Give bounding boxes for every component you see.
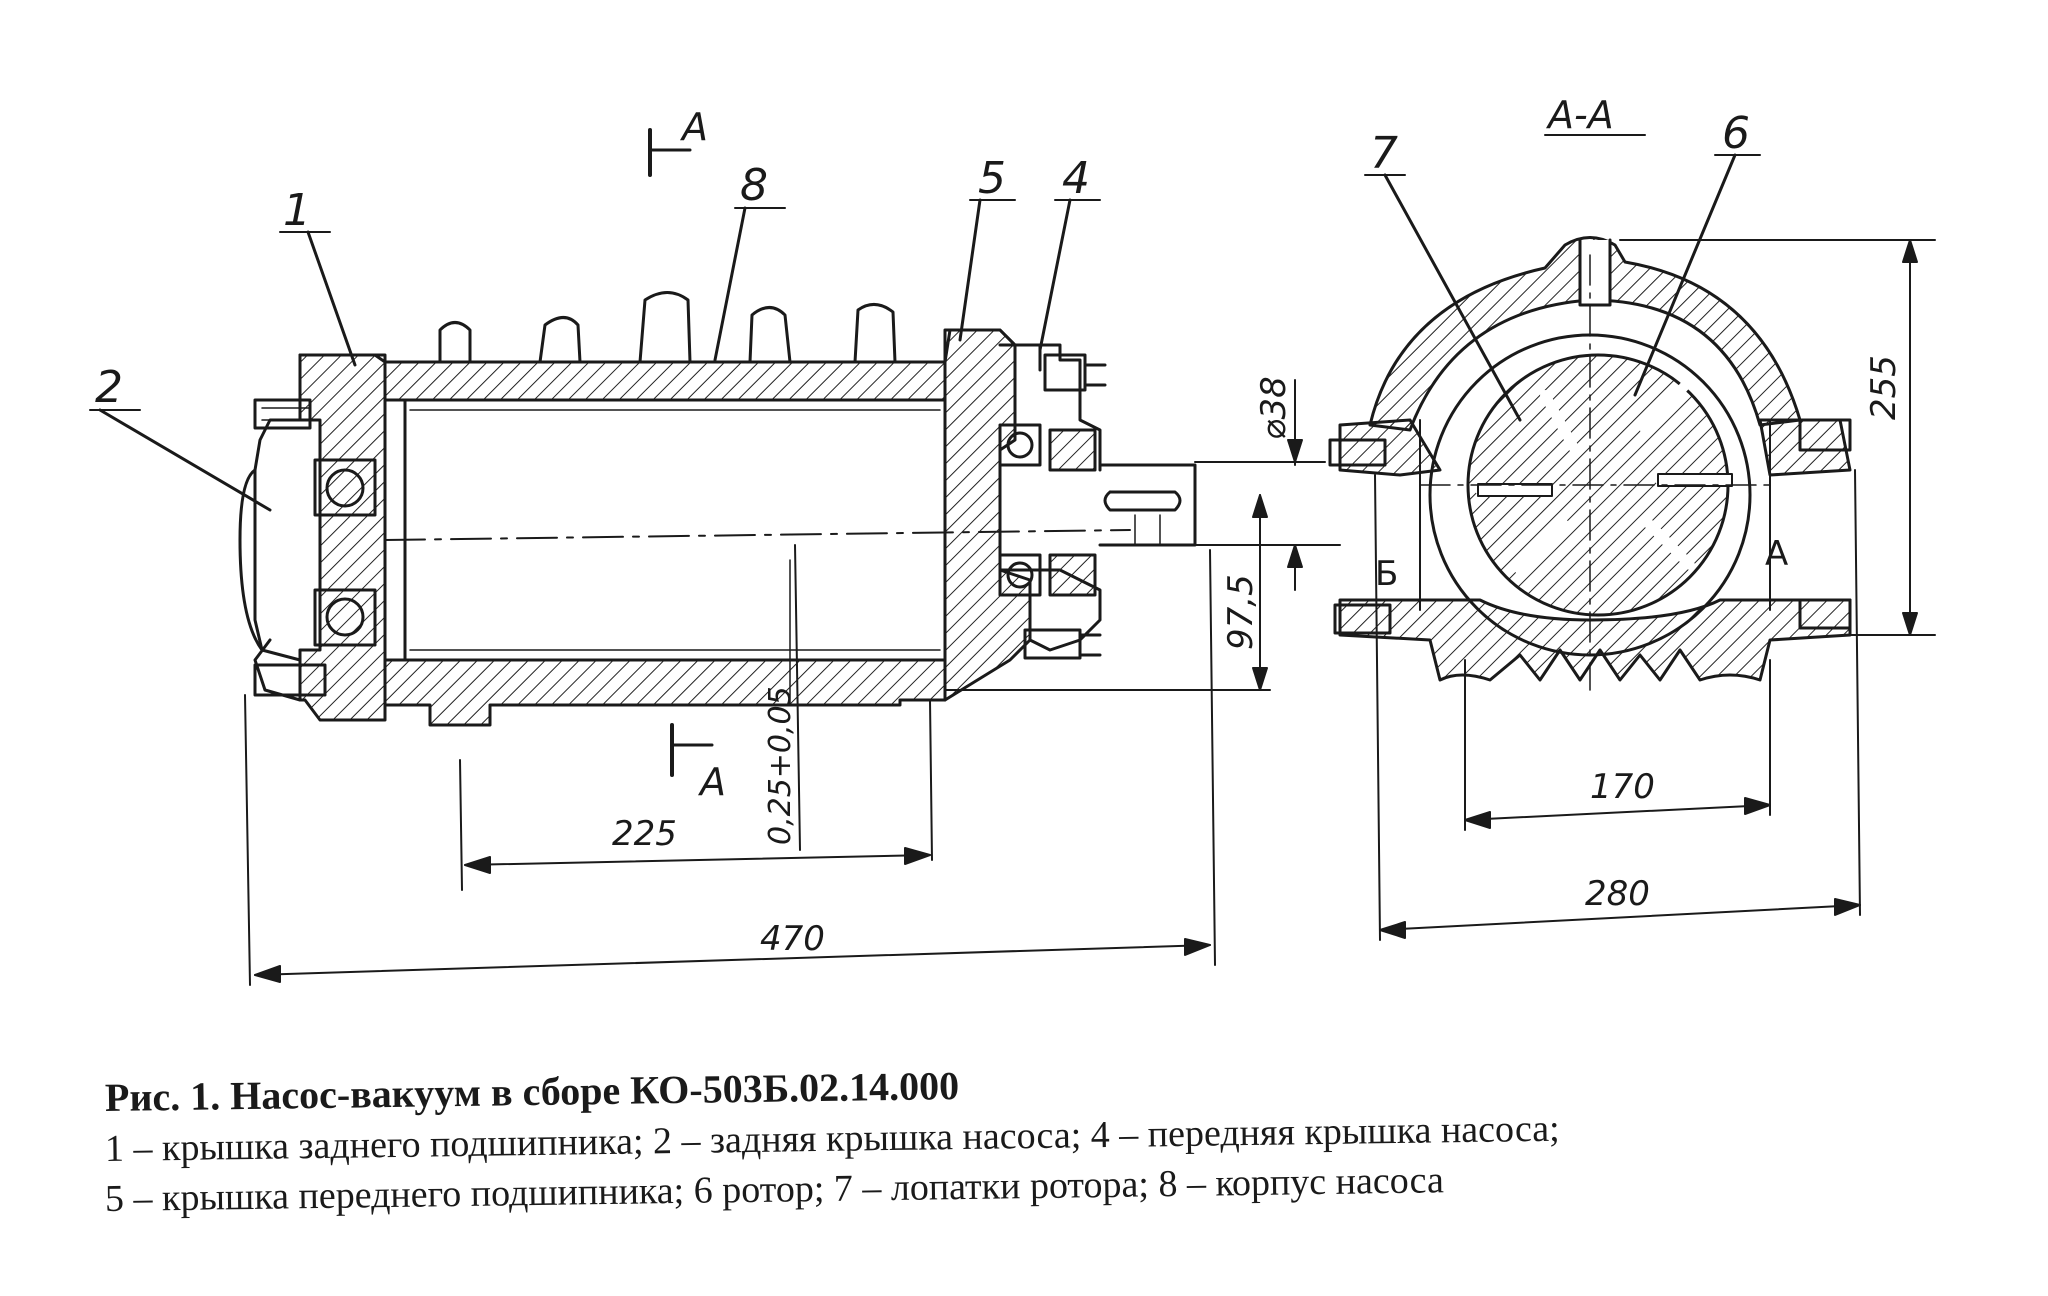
- dim-foot-spacing: [1464, 659, 1771, 831]
- section-right-flange: [1758, 418, 1852, 477]
- section-mark-top-label: А: [679, 105, 708, 149]
- cross-section-view: [1328, 134, 1936, 941]
- shaft-key: [1103, 490, 1182, 512]
- callout-1: 1: [283, 185, 311, 236]
- dim-overall-length: [244, 549, 1216, 986]
- callout-8: 8: [740, 160, 768, 211]
- drawing-labels: А А А-А 1 2 4 5 6 7 8 470 225 0,25+0,05 …: [95, 93, 1904, 959]
- leader-7: [1383, 173, 1522, 422]
- callout-2: 2: [95, 362, 123, 413]
- section-housing-bottom: [1338, 598, 1852, 682]
- side-label-right: А: [1765, 534, 1788, 574]
- front-bearing-lower: [998, 553, 1042, 597]
- rear-cap-flange: [238, 468, 264, 652]
- front-bolt-top: [1043, 353, 1087, 392]
- section-mark-bottom-label: А: [697, 760, 726, 804]
- rotor-axis: [384, 529, 1131, 541]
- dim-body-length-label: 225: [612, 814, 677, 854]
- rear-bearing-cap: [253, 418, 302, 662]
- leader-5: [958, 198, 982, 342]
- dim-clearance-label: 0,25+0,05: [763, 686, 798, 845]
- shaft: [1098, 463, 1197, 547]
- front-bolt-bottom: [1023, 628, 1082, 660]
- housing-lower-wall: [383, 658, 947, 727]
- leader-1: [306, 230, 357, 367]
- rear-bolt-top: [253, 398, 312, 430]
- dim-shaft-diameter: [1194, 379, 1341, 591]
- section-top-boss: [1578, 238, 1612, 307]
- dim-clearance: [794, 544, 801, 851]
- callout-7: 7: [1370, 128, 1398, 179]
- section-mark-bottom: [670, 723, 714, 777]
- rear-bearing-lower: [313, 588, 377, 647]
- section-left-flange: [1338, 418, 1442, 477]
- section-mark-top: [648, 128, 692, 177]
- longitudinal-view: [89, 128, 1341, 986]
- section-vanes: [1475, 375, 1735, 575]
- dim-overall-height-label: 255: [1864, 355, 1904, 420]
- leader-2: [98, 408, 272, 512]
- leader-4: [1038, 198, 1072, 352]
- callout-5: 5: [978, 153, 1006, 204]
- dim-overall-width-label: 280: [1585, 874, 1650, 914]
- front-bearing-upper: [998, 423, 1042, 467]
- figure-caption: Рис. 1. Насос-вакуум в сборе КО-503Б.02.…: [105, 1063, 2005, 1224]
- leader-8: [713, 206, 747, 362]
- rotor-cylinder: [403, 398, 947, 662]
- dim-body-length: [459, 699, 933, 891]
- dim-overall-length-label: 470: [760, 919, 825, 959]
- housing-top-outline: [298, 291, 1042, 372]
- dim-shaft-diameter-label: ⌀38: [1254, 376, 1294, 440]
- dim-foot-spacing-label: 170: [1590, 767, 1655, 807]
- rear-bolt-bottom: [253, 663, 327, 697]
- leader-6: [1633, 153, 1737, 397]
- section-housing-outline: [1368, 236, 1802, 432]
- rear-bearing-upper: [313, 458, 377, 517]
- dim-axis-height-label: 97,5: [1221, 574, 1261, 650]
- callout-6: 6: [1722, 108, 1750, 159]
- dim-overall-width: [1374, 469, 1861, 941]
- side-label-left: Б: [1375, 554, 1398, 594]
- dim-overall-height: [1619, 239, 1936, 636]
- housing-upper-wall: [383, 360, 947, 402]
- section-title: А-А: [1545, 93, 1614, 137]
- callout-4: 4: [1062, 153, 1090, 204]
- dim-axis-height: [944, 494, 1271, 691]
- front-bearing-cap: [943, 328, 1032, 702]
